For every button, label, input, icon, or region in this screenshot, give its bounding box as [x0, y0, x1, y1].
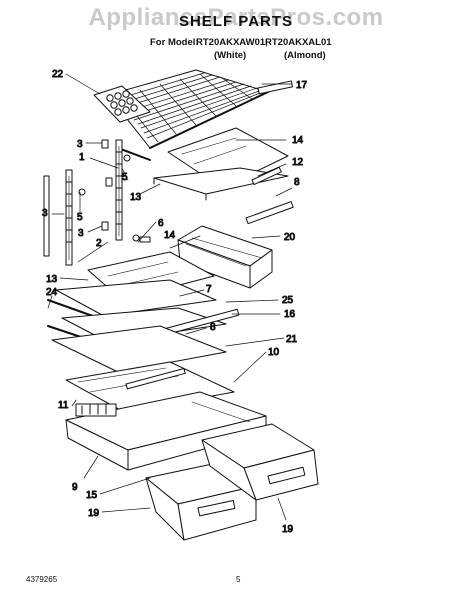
callout-16: 16	[284, 309, 296, 320]
page-number: 5	[236, 575, 241, 584]
callout-20: 20	[284, 232, 296, 243]
callout-5-upper: 5	[122, 172, 128, 183]
callout-14-middle: 14	[164, 230, 176, 241]
callout-7-upper: 7	[206, 284, 212, 295]
callout-5-lower: 5	[77, 212, 83, 223]
callout-3-lower: 3	[78, 228, 84, 239]
upper-glass-shelf	[153, 127, 294, 225]
callout-21: 21	[286, 334, 298, 345]
callout-14-upper: 14	[292, 135, 304, 146]
watermark: AppliancePartsPros.com	[88, 4, 384, 31]
wire-shelf	[107, 69, 269, 161]
meat-pan	[177, 225, 273, 289]
shelf-trim	[257, 80, 294, 95]
callout-13-middle: 13	[46, 274, 58, 285]
document-number: 4379265	[26, 575, 58, 584]
egg-tray	[93, 85, 151, 123]
callout-6: 6	[158, 218, 164, 229]
callout-17: 17	[296, 80, 308, 91]
crisper-drawer-right	[201, 423, 319, 501]
ladder-bracket-right	[115, 139, 123, 241]
callout-13-upper: 13	[130, 192, 142, 203]
callout-19-left: 19	[88, 508, 100, 519]
callout-25: 25	[282, 295, 294, 306]
callout-3-upper: 3	[77, 139, 83, 150]
model-almond: RT20AKXAL01	[265, 37, 332, 48]
callout-24: 24	[46, 287, 58, 298]
model-prefix: For Model:	[150, 37, 199, 48]
callout-10: 10	[268, 347, 280, 358]
page-title: SHELF PARTS	[178, 13, 294, 30]
variant-almond: (Almond)	[284, 50, 326, 61]
middle-glass-shelf	[47, 251, 240, 347]
ladder-bracket-left	[43, 169, 73, 266]
callout-1: 1	[79, 152, 85, 163]
callout-15: 15	[86, 490, 98, 501]
variant-white: (White)	[214, 50, 247, 61]
callout-12: 12	[292, 157, 304, 168]
callout-9: 9	[72, 482, 78, 493]
leader-lines	[47, 73, 293, 521]
model-white: RT20AKXAW01,	[196, 37, 268, 48]
callout-11: 11	[58, 400, 69, 411]
callout-22: 22	[52, 69, 64, 80]
callout-8-upper: 8	[294, 177, 300, 188]
crisper-frame	[65, 391, 267, 471]
callout-3-left: 3	[42, 208, 48, 219]
callout-8-lower: 8	[210, 322, 216, 333]
callout-2: 2	[96, 238, 102, 249]
callout-19-right: 19	[282, 524, 294, 535]
